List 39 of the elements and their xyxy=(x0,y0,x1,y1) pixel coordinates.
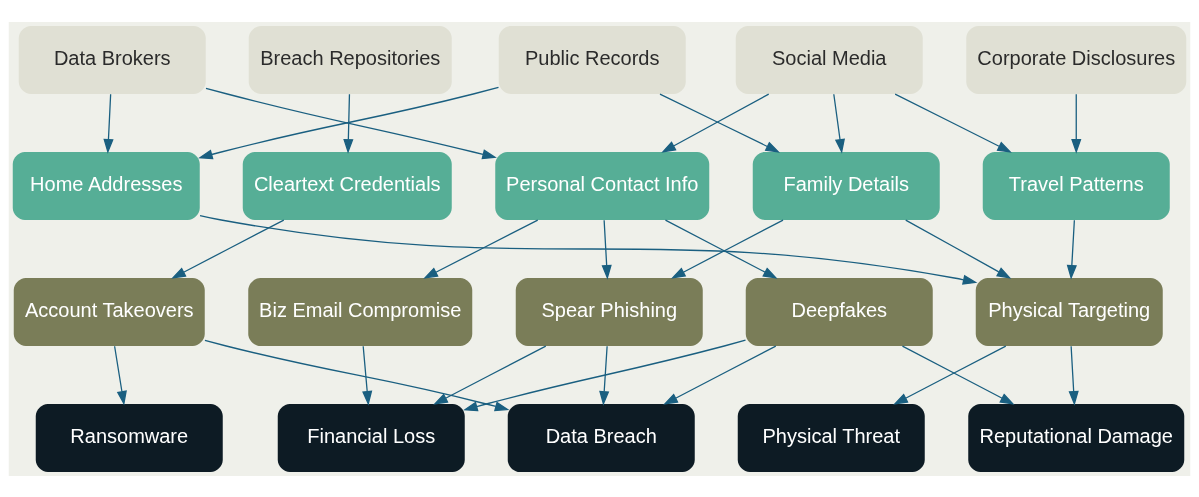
node-box: Biz Email Compromise xyxy=(248,277,473,346)
arrow xyxy=(601,219,612,280)
node-box: Public Records xyxy=(498,25,686,94)
node-box: Social Media xyxy=(735,25,923,94)
arrow xyxy=(905,218,1012,279)
node-box: Reputational Damage xyxy=(968,403,1185,472)
arrow xyxy=(1066,219,1077,280)
node-box: Deepfakes xyxy=(745,277,933,346)
arrow xyxy=(204,339,510,411)
arrow xyxy=(1071,93,1082,154)
arrow xyxy=(199,214,978,285)
arrow xyxy=(113,345,127,406)
arrow xyxy=(171,218,285,279)
arrow xyxy=(463,339,747,411)
node-box: Spear Phishing xyxy=(515,277,703,346)
node-box: Personal Contact Info xyxy=(495,151,710,220)
arrow xyxy=(833,93,846,154)
node-box: Family Details xyxy=(752,151,940,220)
arrow xyxy=(663,344,777,405)
node-box: Breach Repositories xyxy=(248,25,452,94)
arrow xyxy=(103,93,114,154)
arrow xyxy=(433,344,547,405)
arrow xyxy=(362,345,373,406)
node-box: Financial Loss xyxy=(277,403,465,472)
node-box: Corporate Disclosures xyxy=(966,25,1187,94)
node-box: Travel Patterns xyxy=(982,151,1170,220)
node-box: Data Breach xyxy=(507,403,695,472)
arrow xyxy=(423,218,539,279)
node-box: Data Brokers xyxy=(18,25,206,94)
node-box: Account Takeovers xyxy=(13,277,205,346)
arrow xyxy=(894,92,1012,153)
arrow xyxy=(343,93,354,154)
node-box: Physical Targeting xyxy=(975,277,1163,346)
node-box: Physical Threat xyxy=(737,403,925,472)
node-box: Ransomware xyxy=(35,403,223,472)
arrow xyxy=(1068,345,1079,406)
arrow xyxy=(599,345,610,406)
node-box: Home Addresses xyxy=(12,151,200,220)
node-box: Cleartext Credentials xyxy=(242,151,452,220)
